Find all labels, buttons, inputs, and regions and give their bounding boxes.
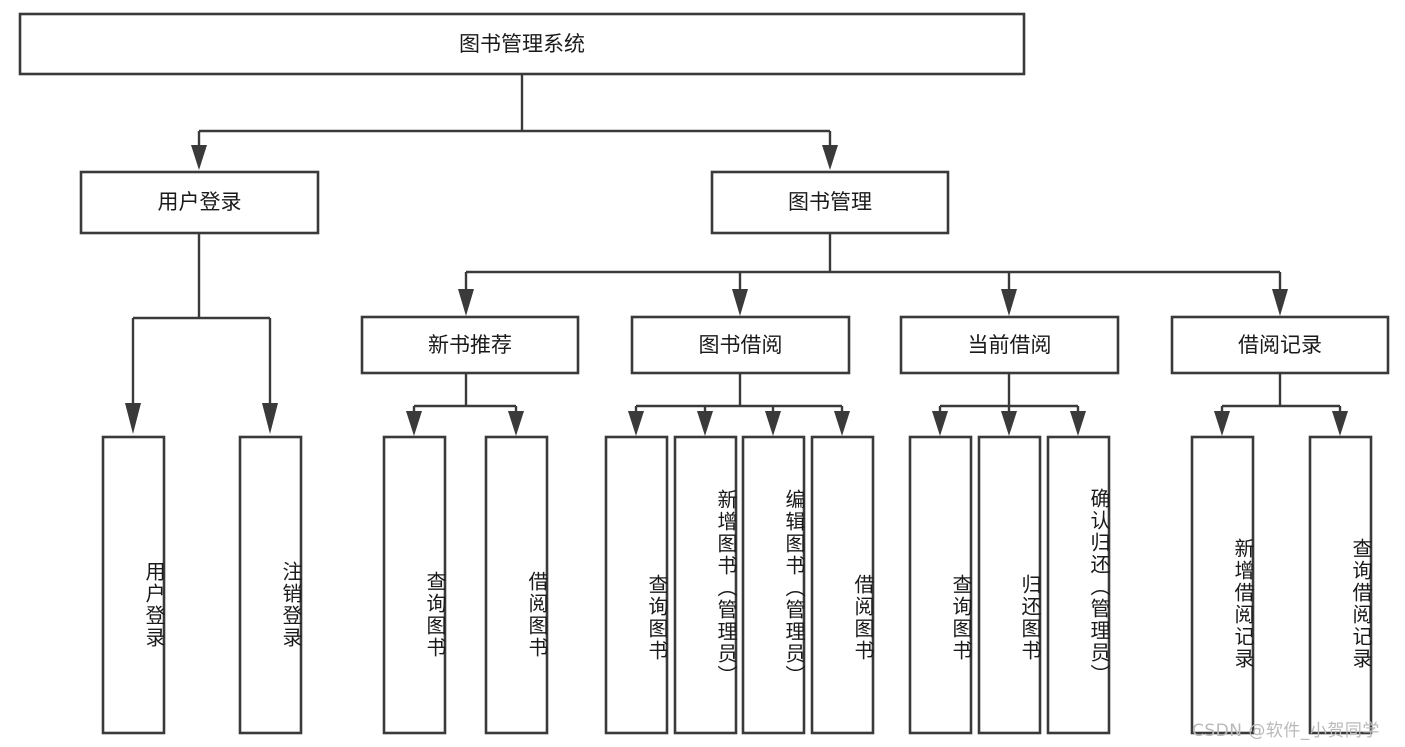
arrow-to-new-book	[458, 289, 474, 316]
node-label-book-manage: 图书管理	[788, 190, 872, 214]
arrow-leaf-query-book-2	[628, 411, 644, 436]
arrow-leaf-logout	[262, 403, 278, 434]
arrow-leaf-query-record	[1332, 411, 1348, 436]
arrow-leaf-query-book-3	[932, 411, 948, 436]
arrow-leaf-borrow-book-1	[508, 411, 524, 436]
arrow-to-borrow-record	[1272, 289, 1288, 316]
arrow-to-current-borrow	[1001, 289, 1017, 316]
node-box-leaf-query-book-1[interactable]	[382, 435, 447, 735]
watermark-text: CSDN @软件_小贺同学	[1192, 721, 1380, 741]
node-box-leaf-add-book[interactable]	[673, 435, 738, 735]
node-label-new-book-recommend: 新书推荐	[428, 333, 512, 357]
node-label-current-borrow: 当前借阅	[968, 333, 1052, 357]
node-box-borrow-record[interactable]	[1170, 315, 1390, 375]
node-box-leaf-edit-book[interactable]	[741, 435, 806, 735]
node-label-user-login: 用户登录	[158, 190, 242, 214]
node-box-leaf-return-book[interactable]	[977, 435, 1042, 735]
node-box-leaf-query-book-3[interactable]	[908, 435, 973, 735]
node-box-book-manage[interactable]	[710, 170, 950, 235]
arrow-leaf-user-login	[125, 403, 141, 434]
node-box-current-borrow[interactable]	[899, 315, 1120, 375]
arrow-leaf-edit-book	[765, 411, 781, 436]
node-box-root[interactable]	[18, 12, 1026, 76]
node-box-leaf-add-record[interactable]	[1190, 435, 1255, 735]
node-box-leaf-borrow-book-2[interactable]	[810, 435, 875, 735]
node-label-book-borrow: 图书借阅	[699, 333, 783, 357]
node-label-root: 图书管理系统	[459, 32, 585, 56]
node-box-user-login[interactable]	[79, 170, 320, 235]
arrow-leaf-confirm-return	[1070, 411, 1086, 436]
node-box-leaf-borrow-book-1[interactable]	[484, 435, 549, 735]
node-box-new-book-recommend[interactable]	[360, 315, 580, 375]
node-box-leaf-query-book-2[interactable]	[604, 435, 669, 735]
arrow-to-book-borrow	[732, 289, 748, 316]
node-box-leaf-confirm-return[interactable]	[1046, 435, 1111, 735]
node-layer: 图书管理系统 用户登录 图书管理 新书推荐 图书借阅 当前借阅 借阅记录	[18, 12, 1390, 735]
arrow-leaf-add-record	[1214, 411, 1230, 436]
connector-layer	[125, 74, 1348, 436]
node-label-borrow-record: 借阅记录	[1238, 333, 1322, 357]
arrow-leaf-return-book	[1001, 411, 1017, 436]
node-box-leaf-user-login[interactable]	[101, 435, 166, 735]
arrow-to-user-login	[191, 145, 207, 170]
arrow-leaf-borrow-book-2	[834, 411, 850, 436]
arrow-to-book-manage	[822, 145, 838, 170]
arrow-leaf-query-book-1	[406, 411, 422, 436]
node-box-book-borrow[interactable]	[630, 315, 851, 375]
arrow-leaf-add-book	[697, 411, 713, 436]
node-box-leaf-query-record[interactable]	[1308, 435, 1373, 735]
node-box-leaf-logout[interactable]	[238, 435, 303, 735]
